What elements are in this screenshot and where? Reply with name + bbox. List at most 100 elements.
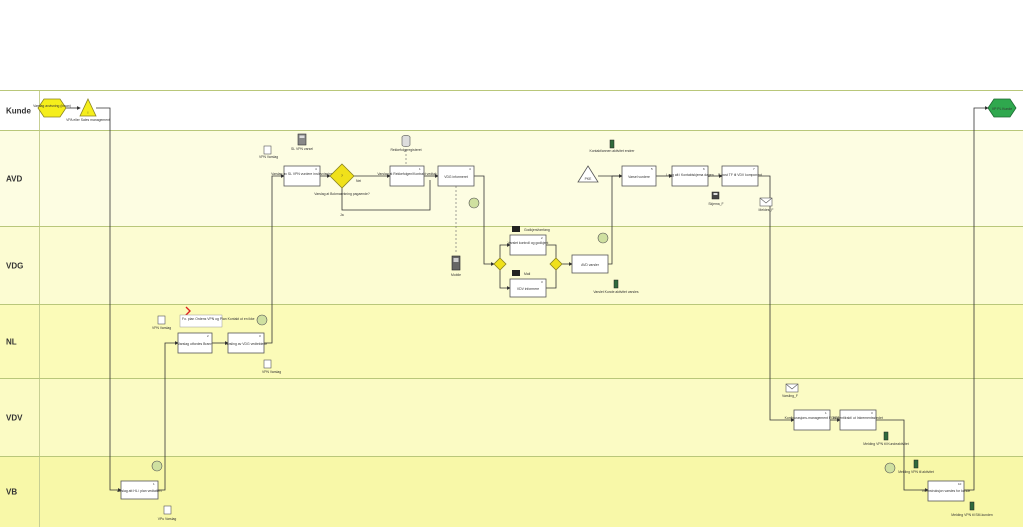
gateway-nei-label: Nei <box>356 179 361 183</box>
svg-text:?: ? <box>341 174 343 178</box>
computer-icon-2: Mail <box>512 270 530 276</box>
task-label: Varslag utfordes Brann <box>178 342 213 346</box>
task-vdg-avd-varsler[interactable]: AVD varsler <box>571 254 609 274</box>
vb-phone-label-2: Melding VPN til SM-kunden <box>951 513 993 517</box>
vb-phone-icon-1: Melding VPN til aktivitet <box>898 459 934 474</box>
database-icon: Rekkefolgeregisteret <box>390 135 422 152</box>
svg-text:6: 6 <box>703 167 705 171</box>
lane-label-avd: AVD <box>0 131 40 226</box>
phone-label-2: Varslet Kunde aktivitet varsles <box>593 290 638 294</box>
task-avd-logg[interactable]: Logg alt i Kontaktskjema dagen 6 <box>666 165 714 187</box>
task-vdg-vdv[interactable]: VDV informere 3 <box>509 278 547 298</box>
save-label: Skjema_F <box>708 202 723 206</box>
lane-label-text: VDV <box>6 413 23 422</box>
lane-label-text: VB <box>6 487 18 497</box>
vb-phone-label-1: Melding VPN til aktivitet <box>898 470 934 474</box>
gateway-bokmerking[interactable]: ? Varslag at Bokmaerkning pagaende? Nei … <box>314 163 370 217</box>
svg-text:!: ! <box>88 111 89 115</box>
phone-icon: Kontakt/annen aktivitet endrer <box>589 139 635 153</box>
computer-icon-1: Godkjent/omfang <box>512 226 550 232</box>
task-label: Konfigurasjons-management FI3405 <box>785 416 840 420</box>
task-nl-varsle[interactable]: Varsling av VDG vedtektene 3 <box>225 332 267 354</box>
info-label: VPA eller Sales management <box>66 118 110 122</box>
task-vdg-kontroll[interactable]: Varslet kontroll og godkjent 2 <box>508 234 549 256</box>
task-vb-varsling[interactable]: Varslag att HL i plan vedtatten 1 <box>116 480 162 500</box>
task-avd-rekkefolge[interactable]: Varslag at Rekkefolgen/Kontrakt vedtak 1 <box>377 165 437 187</box>
gateway-question: Varslag at Bokmaerkning pagaende? <box>314 192 370 196</box>
svg-text:3: 3 <box>259 334 261 338</box>
gateway-ja-label: Ja <box>340 213 344 217</box>
flow-lines <box>66 106 989 492</box>
gateway-join[interactable] <box>549 257 563 271</box>
task-label: Varslag att HL i plan vedtatten <box>116 489 161 493</box>
note-box: Fo. plan Ordens VPN og Plan Kontakt ut e… <box>179 314 255 328</box>
pke-triangle[interactable]: PKE <box>577 165 599 183</box>
lane-label-vdv: VDV <box>0 379 40 456</box>
end-event[interactable]: VP PL Kunde <box>987 98 1017 118</box>
vb-doc-label: VPu Varslag <box>158 517 177 521</box>
task-label: Varsling av VDG vedtektene <box>225 342 267 346</box>
task-vdg-informeret[interactable]: VDG informeret 4 <box>437 165 475 187</box>
person-icon <box>468 197 480 209</box>
nl-doc-icon-2: VPN Varslag <box>262 359 281 374</box>
task-avd-varsel[interactable]: Varsel vurdere 5 <box>621 165 657 187</box>
task-label: VDV informere <box>517 287 539 291</box>
task-avd-vurdering[interactable]: Varslag av SL VPN vurdere inn/avvisning … <box>271 165 333 187</box>
task-avd-epost[interactable]: E-post TF til VDV komponent 7 <box>718 165 762 187</box>
vdv-mail-label: Varsling_F <box>782 394 798 398</box>
calculator-icon: SL VPN varsel <box>291 133 313 151</box>
svg-text:4: 4 <box>469 167 471 171</box>
phone-label: Kontakt/annen aktivitet endrer <box>589 149 635 153</box>
svg-text:3: 3 <box>871 411 873 415</box>
task-vdv-ins[interactable]: Kh Ientilrakt/ ut Inkrementsstedet 3 <box>833 409 883 431</box>
task-vdv-config[interactable]: Konfigurasjons-management FI3405 1 <box>785 409 840 431</box>
mobile-label: Mobile <box>451 273 461 277</box>
task-vb-final[interactable]: VP-instruksjon varsles for kunde 10 <box>922 480 971 502</box>
lane-label-vdg: VDG <box>0 227 40 304</box>
nl-doc-label: VPN Varslag <box>152 326 171 330</box>
lane-label-text: Kunde <box>6 106 31 115</box>
info-triangle[interactable]: ! VPA eller Sales management <box>66 98 110 122</box>
svg-text:1: 1 <box>825 411 827 415</box>
vb-phone-icon-2: Melding VPN til SM-kunden <box>951 501 993 517</box>
lane-label-text: NL <box>6 337 17 346</box>
nl-doc-icon: VPN Varslag <box>152 315 171 330</box>
end-event-label: VP PL Kunde <box>992 107 1012 111</box>
computer-label-2: Mail <box>524 272 530 276</box>
task-label: AVD varsler <box>581 263 600 267</box>
svg-text:1: 1 <box>153 482 155 486</box>
vdv-mail-icon: Varsling_F <box>782 383 799 398</box>
lane-kunde: Kunde <box>0 90 1023 130</box>
start-event-label: Varslag avvisning (innan) <box>33 104 71 108</box>
task-label: Varslet kontroll og godkjent <box>508 241 549 245</box>
lane-vb: VB <box>0 456 1023 527</box>
nl-doc-label-2: VPN Varslag <box>262 370 281 374</box>
start-event[interactable]: Varslag avvisning (innan) <box>33 98 71 118</box>
task-label: Varslag av SL VPN vurdere inn/avvisning <box>271 172 333 176</box>
person-icon-4 <box>151 460 163 472</box>
task-label: Kh Ientilrakt/ ut Inkrementsstedet <box>833 416 883 420</box>
sl-label: SL VPN varsel <box>291 147 313 151</box>
task-label: VDG informeret <box>444 175 468 179</box>
task-label: E-post TF til VDV komponent <box>718 173 762 177</box>
svg-text:1: 1 <box>419 167 421 171</box>
svg-text:10: 10 <box>958 482 962 486</box>
note-label: Fo. plan Ordens VPN og Plan Kontakt ut e… <box>182 317 255 321</box>
task-label: Varslag at Rekkefolgen/Kontrakt vedtak <box>377 172 437 176</box>
vdv-phone-label: Melding VPN til Kundeaktivitet <box>863 442 908 446</box>
task-label: Logg alt i Kontaktskjema dagen <box>666 173 713 177</box>
svg-text:7: 7 <box>753 167 755 171</box>
lane-label-text: VDG <box>6 261 24 270</box>
avd-doc-label: VPN Varslag <box>259 155 278 159</box>
pke-label: PKE <box>585 177 593 181</box>
vdv-phone-icon: Melding VPN til Kundeaktivitet <box>863 431 909 446</box>
svg-text:5: 5 <box>651 167 653 171</box>
task-nl-varslag[interactable]: Varslag utfordes Brann 2 <box>177 332 213 354</box>
save-icon: Skjema_F <box>708 191 724 206</box>
gateway-split[interactable] <box>493 257 507 271</box>
database-label: Rekkefolgeregisteret <box>390 148 421 152</box>
lane-label-nl: NL <box>0 305 40 378</box>
avd-doc-icon: VPN Varslag <box>259 145 278 159</box>
lane-avd: AVD <box>0 130 1023 226</box>
